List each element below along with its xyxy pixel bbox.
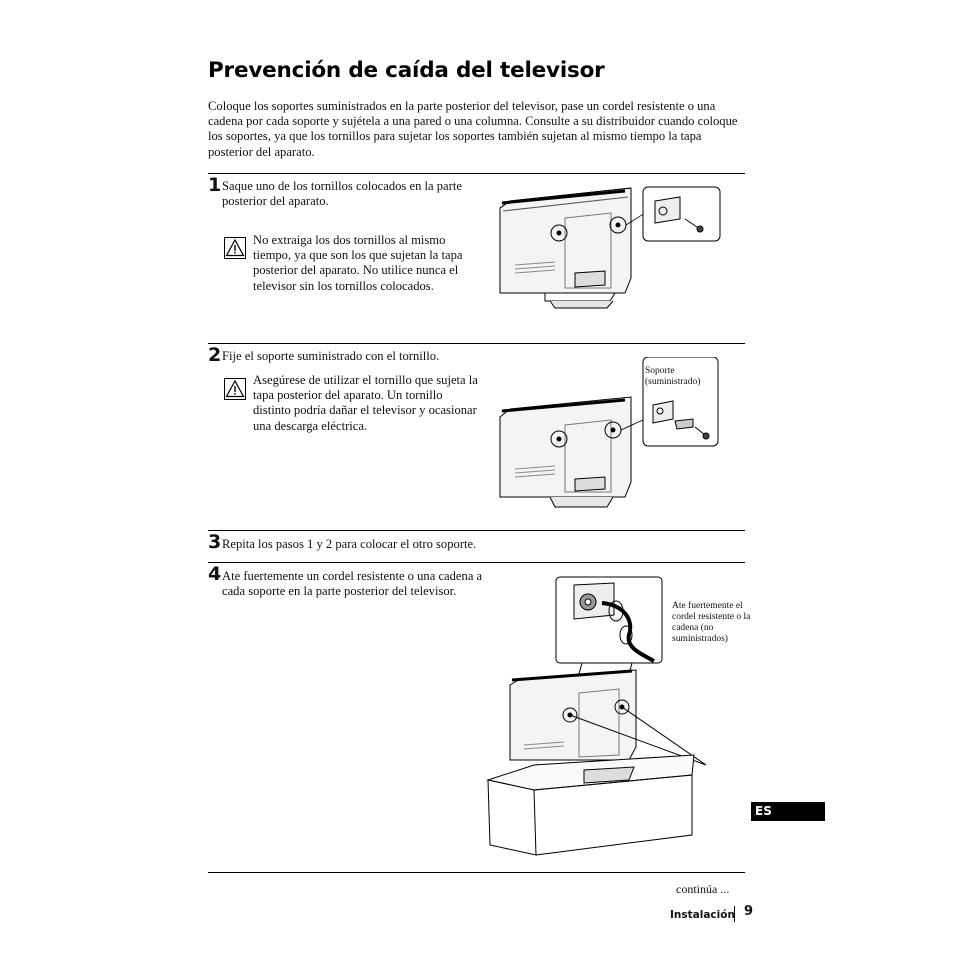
step-3-number: 3 (208, 531, 222, 553)
footer-section: Instalación (670, 909, 735, 921)
page-title: Prevención de caída del televisor (208, 58, 605, 83)
divider (208, 562, 745, 563)
page-number: 9 (744, 904, 754, 919)
figure-label-bracket: Soporte (suministrado) (645, 366, 701, 387)
tv-rear-screw-figure (499, 186, 721, 309)
step-1-text: Saque uno de los tornillos colocados en … (222, 179, 462, 209)
continued-note: continúa ... (676, 882, 730, 896)
step-1-number: 1 (208, 174, 222, 196)
step-2-warning: Asegúrese de utilizar el tornillo que su… (253, 373, 478, 433)
step-2-text: Fije el soporte suministrado con el torn… (222, 349, 440, 363)
step-4-text: Ate fuertemente un cordel resistente o u… (222, 569, 483, 599)
step-1-warning: No extraiga los dos tornillos al mismo t… (253, 233, 463, 293)
divider (208, 343, 745, 344)
step-3-text: Repita los pasos 1 y 2 para colocar el o… (222, 537, 477, 551)
tv-cord-figure (486, 576, 707, 856)
divider (208, 173, 745, 174)
divider (208, 872, 745, 873)
divider (208, 530, 745, 531)
figure-label-cord: Ate fuertemente el cordel resistente o l… (672, 601, 751, 644)
step-4-number: 4 (208, 563, 222, 585)
intro-paragraph: Coloque los soportes suministrados en la… (208, 99, 738, 159)
warning-icon (224, 237, 246, 259)
step-2-number: 2 (208, 344, 222, 366)
language-tab: ES (751, 802, 825, 821)
warning-icon (224, 378, 246, 400)
footer-divider (734, 906, 735, 922)
tv-bracket-figure (499, 357, 719, 508)
